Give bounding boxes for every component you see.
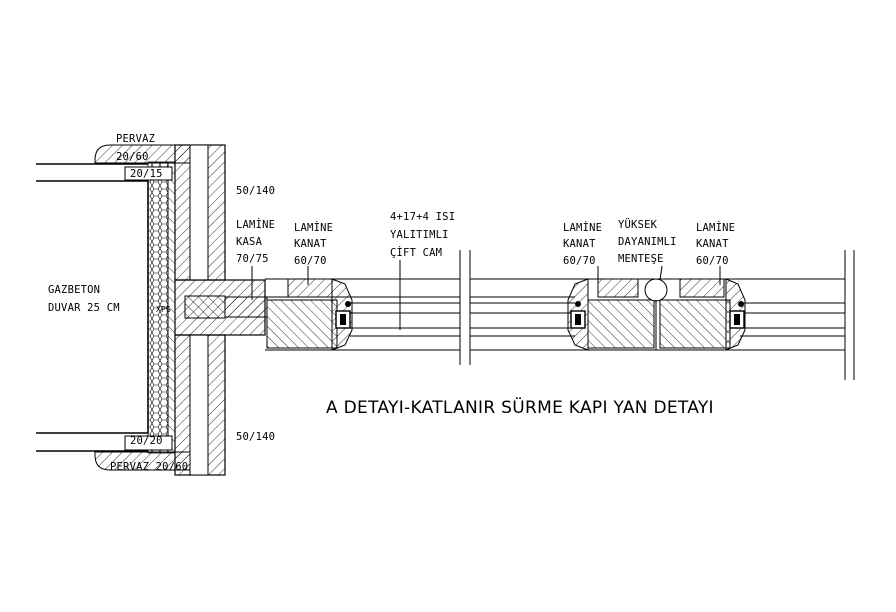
pervaz-top — [94, 144, 191, 181]
label-lamine-kasa-1: LAMİNE — [236, 218, 275, 231]
lamine-kasa — [174, 144, 268, 476]
kanat-1 — [266, 278, 353, 351]
hinge — [644, 278, 668, 350]
label-hinge-2: DAYANIMLI — [618, 236, 677, 248]
label-dim-50-140-bottom: 50/140 — [236, 431, 275, 443]
label-xps: XPS — [156, 305, 171, 314]
glass-panels — [265, 250, 855, 380]
label-glass-3: ÇİFT CAM — [390, 246, 442, 259]
drawing-title: A DETAYI-KATLANIR SÜRME KAPI YAN DETAYI — [326, 396, 714, 418]
label-kanat3-1: LAMİNE — [696, 221, 735, 234]
label-wall-line2: DUVAR 25 CM — [48, 302, 120, 314]
label-dim-20-15: 20/15 — [130, 168, 163, 180]
label-kanat2-3: 60/70 — [563, 255, 596, 267]
kanat-2 — [567, 278, 655, 351]
label-lamine-kasa-3: 70/75 — [236, 253, 269, 265]
label-dim-20-20: 20/20 — [130, 435, 163, 447]
label-pervaz-bottom: PERVAZ 20/60 — [110, 461, 188, 473]
label-kanat1-3: 60/70 — [294, 255, 327, 267]
label-dim-50-140-top: 50/140 — [236, 185, 275, 197]
label-hinge-3: MENTEŞE — [618, 253, 664, 265]
label-kanat2-1: LAMİNE — [563, 221, 602, 234]
label-pervaz-top-dim: 20/60 — [116, 151, 149, 163]
label-wall-line1: GAZBETON — [48, 284, 100, 296]
label-kanat2-2: KANAT — [563, 238, 596, 250]
kanat-3 — [659, 278, 746, 351]
labels: PERVAZ 20/60 20/15 GAZBETON DUVAR 25 CM … — [48, 133, 735, 473]
label-pervaz-top: PERVAZ — [116, 133, 155, 145]
label-kanat1-2: KANAT — [294, 238, 327, 250]
label-glass-2: YALITIMLI — [390, 229, 449, 241]
label-hinge-1: YÜKSEK — [618, 218, 658, 231]
label-glass-1: 4+17+4 ISI — [390, 211, 455, 223]
label-kanat3-2: KANAT — [696, 238, 729, 250]
wall-section — [36, 161, 176, 454]
label-kanat3-3: 60/70 — [696, 255, 729, 267]
label-lamine-kasa-2: KASA — [236, 236, 263, 248]
label-kanat1-1: LAMİNE — [294, 221, 333, 234]
leader-lines — [251, 260, 721, 330]
